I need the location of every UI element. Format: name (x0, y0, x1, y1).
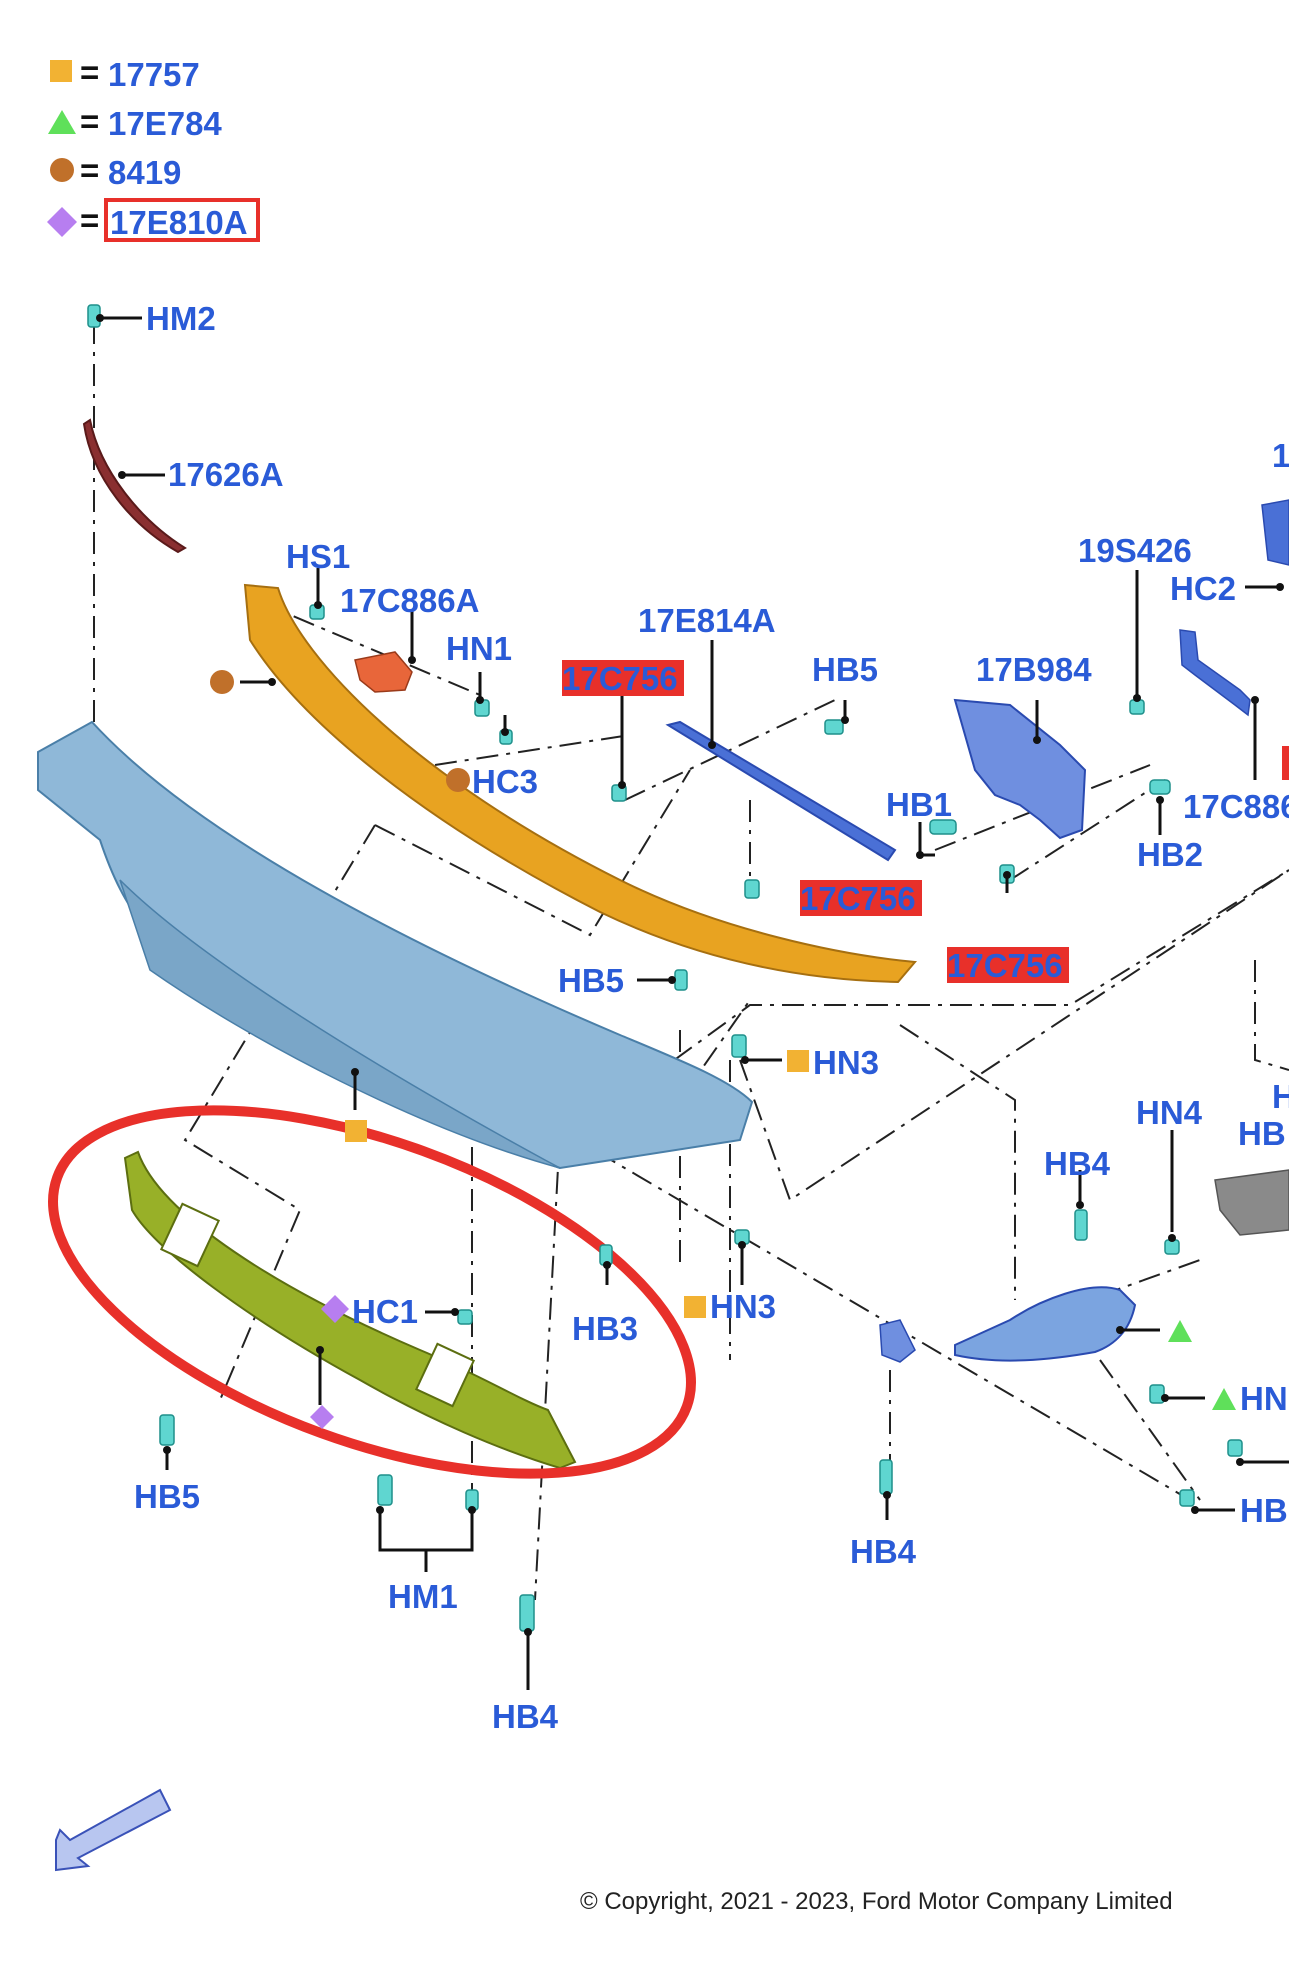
part-bumper-beam-lower (119, 879, 561, 1169)
label-cut-1: 1 (1272, 437, 1289, 474)
legend-circle-icon (50, 158, 74, 182)
copyright-notice: © Copyright, 2021 - 2023, Ford Motor Com… (580, 1888, 1173, 1915)
label-17c756-a: 17C756 (562, 660, 678, 697)
skid-plate-cutout-1 (159, 1202, 221, 1268)
legend-highlight-box (104, 198, 260, 242)
marker-square-17757-a (345, 1120, 367, 1142)
part-gold-lip (243, 583, 918, 984)
label-hb4-mid: HB4 (850, 1533, 917, 1570)
legend-code-17e784: 17E784 (108, 105, 222, 142)
highlight-box-cut-right (1282, 746, 1289, 780)
label-hb5-low: HB5 (134, 1478, 200, 1515)
label-17c756-b: 17C756 (800, 880, 916, 917)
label-hc1: HC1 (352, 1293, 418, 1330)
marker-triangle-17e784-b (1212, 1388, 1236, 1410)
part-cut-bracket-top (1261, 499, 1289, 566)
marker-diamond-17e810a-b (310, 1405, 334, 1429)
legend-eq-3: = (80, 152, 99, 189)
marker-square-17757-b (787, 1050, 809, 1072)
label-17626a: 17626A (168, 456, 284, 493)
highlight-ellipse (48, 1105, 696, 1479)
legend-eq-2: = (80, 103, 99, 140)
part-right-end-bracket (954, 1286, 1137, 1362)
diagram-markers (210, 670, 1236, 1429)
label-19s426: 19S426 (1078, 532, 1192, 569)
highlight-box-17c756-b (800, 880, 922, 916)
marker-circle-8419-a (210, 670, 234, 694)
labels: HM2 17626A HS1 17C886A HN1 HC3 17C756 17… (134, 300, 1289, 1735)
marker-square-17757-c (684, 1296, 706, 1318)
part-17c886-right-bracket (1179, 629, 1251, 717)
label-hb1: HB1 (886, 786, 952, 823)
label-17e814a: 17E814A (638, 602, 776, 639)
label-hc2: HC2 (1170, 570, 1236, 607)
label-h-cut: H (1272, 1078, 1289, 1115)
legend-code-17e810a: 17E810A (110, 204, 248, 241)
label-hb4-low: HB4 (492, 1698, 559, 1735)
label-hb4-right: HB4 (1044, 1145, 1111, 1182)
label-17b984: 17B984 (976, 651, 1092, 688)
arrow-left-down-icon (55, 1788, 172, 1872)
marker-triangle-17e784-a (1168, 1320, 1192, 1342)
part-17626a-shape (82, 418, 187, 554)
legend-code-8419: 8419 (108, 154, 181, 191)
legend-eq-1: = (80, 54, 99, 91)
label-hn4: HN4 (1136, 1094, 1203, 1131)
label-hn-cut: HN (1240, 1380, 1288, 1417)
part-grey-cut (1214, 1169, 1289, 1236)
marker-circle-8419-b (446, 768, 470, 792)
legend-square-icon (50, 60, 72, 82)
leader-lines (96, 314, 1289, 1690)
marker-diamond-17e810a-a (321, 1295, 349, 1323)
label-hb2: HB2 (1137, 836, 1203, 873)
label-hm1: HM1 (388, 1578, 458, 1615)
label-17c886a: 17C886A (340, 582, 479, 619)
label-hb-cut1: HB (1238, 1115, 1286, 1152)
legend-diamond-icon (47, 207, 77, 237)
label-hb3-cut: HB3 (572, 1310, 638, 1347)
part-small-bracket (879, 1319, 916, 1363)
label-hb5-mid: HB5 (558, 962, 624, 999)
label-hn1: HN1 (446, 630, 512, 667)
highlight-box-17c756-c (947, 947, 1069, 983)
legend: = 17757 = 17E784 = 8419 = 17E810A (47, 54, 260, 242)
label-17c886-cut: 17C886 (1183, 788, 1289, 825)
label-hb-cut2: HB (1240, 1492, 1288, 1529)
part-17c886a-bracket (354, 651, 413, 693)
part-green-skid-plate (123, 1150, 577, 1470)
legend-triangle-icon (48, 110, 76, 134)
label-17c756-c: 17C756 (947, 947, 1063, 984)
label-hb5-top: HB5 (812, 651, 878, 688)
label-hm2: HM2 (146, 300, 216, 337)
label-hn3-low: HN3 (710, 1288, 776, 1325)
label-hs1: HS1 (286, 538, 350, 575)
fasteners (87, 304, 1243, 1632)
skid-plate-cutout-2 (414, 1342, 476, 1408)
legend-code-17757: 17757 (108, 56, 200, 93)
highlight-box-17c756-a (562, 660, 684, 696)
label-hc3: HC3 (472, 763, 538, 800)
part-17b984-bracket (953, 698, 1087, 840)
label-hn3-top: HN3 (813, 1044, 879, 1081)
part-17e814a-bar (665, 720, 897, 862)
legend-eq-4: = (80, 202, 99, 239)
